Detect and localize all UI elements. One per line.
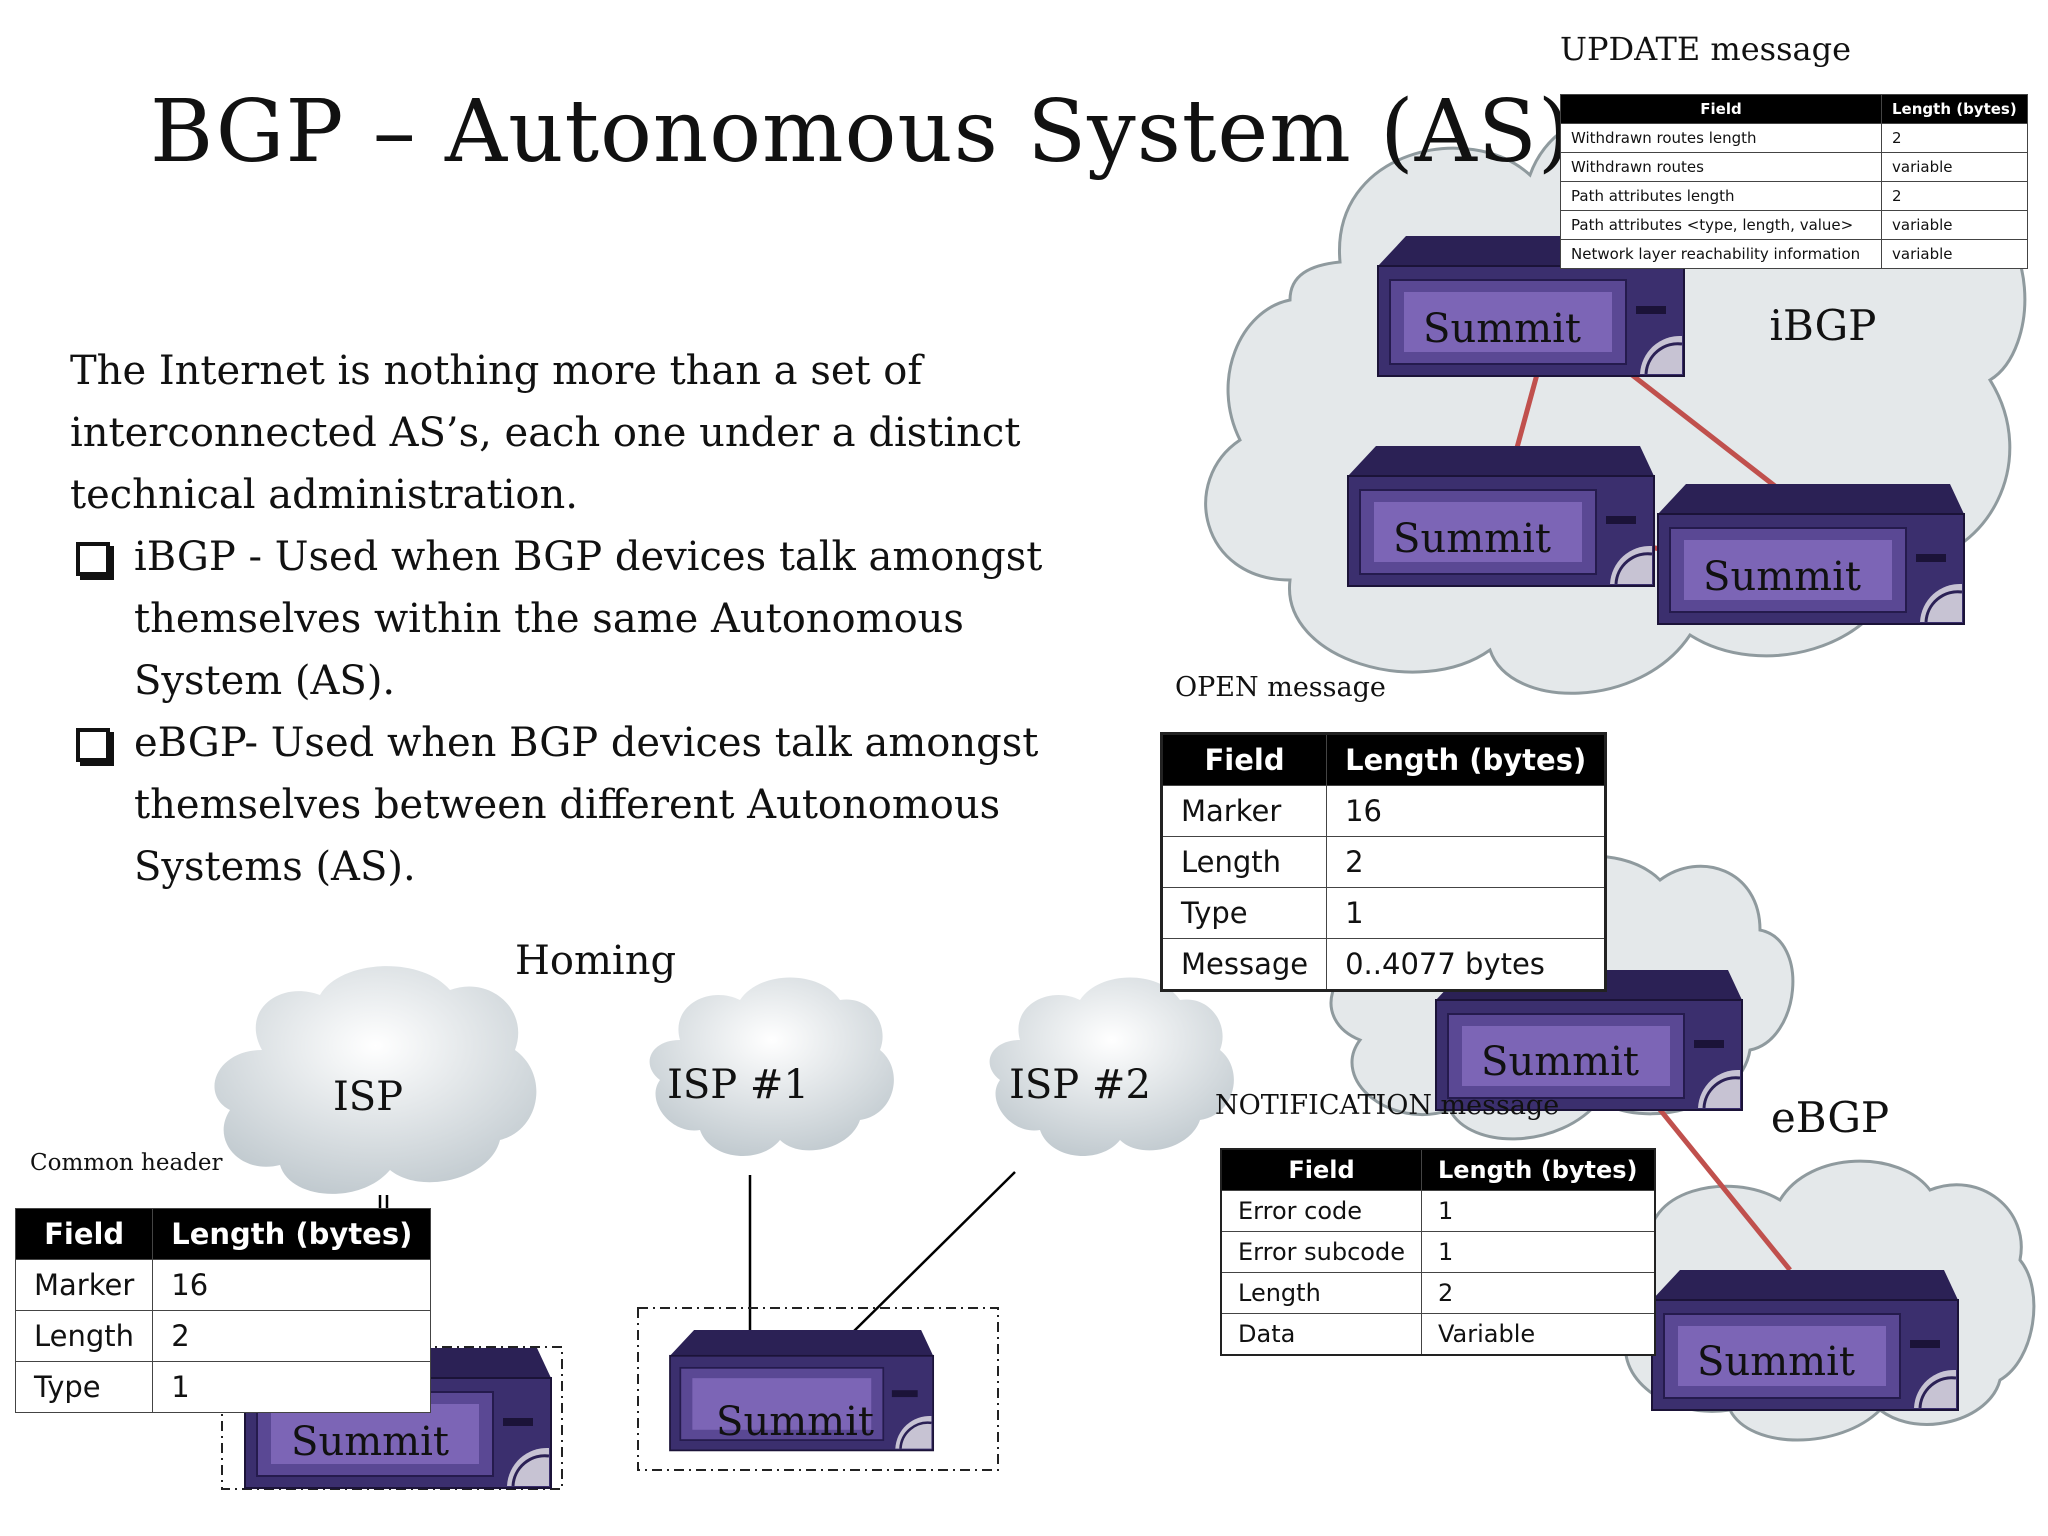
- table-cell: Withdrawn routes: [1560, 152, 1882, 182]
- table-header-cell: Field: [1560, 94, 1882, 124]
- table-header-cell: Length (bytes): [1881, 94, 2028, 124]
- table-header-row: Field Length (bytes): [14, 1208, 432, 1260]
- body-text: The Internet is nothing more than a set …: [70, 340, 1070, 898]
- update-message-caption: UPDATE message: [1560, 30, 1852, 68]
- device-label: Summit: [1697, 1339, 1855, 1385]
- table-cell: 2: [1881, 123, 2028, 153]
- ibgp-label: iBGP: [1770, 301, 1877, 350]
- update-message-table: Field Length (bytes) Withdrawn routes le…: [1560, 94, 2028, 269]
- table-cell: 2: [1326, 836, 1607, 888]
- table-header-row: Field Length (bytes): [1560, 94, 2028, 124]
- table-header-row: Field Length (bytes): [1160, 733, 1607, 786]
- table-header-cell: Length (bytes): [152, 1208, 432, 1260]
- table-cell: Path attributes <type, length, value>: [1560, 210, 1882, 240]
- table-header-row: Field Length (bytes): [1220, 1148, 1656, 1191]
- isp-label: ISP: [333, 1074, 403, 1120]
- table-cell: variable: [1881, 210, 2028, 240]
- isp2-cloud: [989, 977, 1234, 1157]
- table-cell: Network layer reachability information: [1560, 239, 1882, 269]
- page-title: BGP – Autonomous System (AS): [150, 82, 1573, 182]
- homing-links: [378, 1171, 1016, 1350]
- table-cell: Type: [1160, 887, 1328, 939]
- table-cell: Error code: [1220, 1190, 1422, 1232]
- table-cell: Message: [1160, 938, 1328, 991]
- isp1-label: ISP #1: [667, 1062, 809, 1108]
- table-cell: Marker: [14, 1259, 154, 1311]
- table-header-cell: Field: [1160, 733, 1328, 786]
- table-header-cell: Field: [1220, 1148, 1422, 1191]
- device-label: Summit: [1703, 554, 1861, 600]
- table-cell: variable: [1881, 152, 2028, 182]
- open-message-caption: OPEN message: [1175, 672, 1386, 703]
- device-label: Summit: [716, 1399, 874, 1445]
- checkbox-icon: [76, 542, 110, 576]
- device-label: Summit: [291, 1419, 449, 1465]
- notification-message-caption: NOTIFICATION message: [1215, 1090, 1560, 1121]
- homing-label: Homing: [515, 938, 677, 984]
- device-labels: Summit Summit Summit Summit Summit Summi…: [291, 306, 1861, 1465]
- table-cell: Marker: [1160, 785, 1328, 837]
- ebgp-link: [1638, 1083, 1792, 1272]
- table-cell: 1: [1420, 1231, 1656, 1273]
- cloud-labels: ISP ISP #1 ISP #2 iBGP eBGP: [333, 301, 1889, 1142]
- ebgp-label: eBGP: [1771, 1093, 1889, 1142]
- table-cell: Withdrawn routes length: [1560, 123, 1882, 153]
- table-cell: Path attributes length: [1560, 181, 1882, 211]
- intro-paragraph: The Internet is nothing more than a set …: [70, 348, 1021, 518]
- table-cell: 2: [1881, 181, 2028, 211]
- table-cell: Length: [14, 1310, 154, 1362]
- device-label: Summit: [1481, 1039, 1639, 1085]
- table-cell: 2: [1420, 1272, 1656, 1314]
- bullet-item-ebgp: eBGP- Used when BGP devices talk amongst…: [70, 712, 1070, 898]
- isp-cloud: [214, 966, 537, 1194]
- multi-homed-box: [637, 1307, 999, 1471]
- table-cell: 0..4077 bytes: [1326, 938, 1607, 991]
- table-cell: Error subcode: [1220, 1231, 1422, 1273]
- device-label: Summit: [1393, 516, 1551, 562]
- bullet-item-ibgp: iBGP - Used when BGP devices talk amongs…: [70, 526, 1070, 712]
- table-header-cell: Length (bytes): [1326, 733, 1607, 786]
- table-header-cell: Length (bytes): [1420, 1148, 1656, 1191]
- table-cell: 2: [152, 1310, 432, 1362]
- table-cell: 1: [1420, 1190, 1656, 1232]
- table-header-cell: Field: [14, 1208, 154, 1260]
- common-header-caption: Common header: [30, 1150, 223, 1176]
- device-label: Summit: [1423, 306, 1581, 352]
- bullet-text: iBGP - Used when BGP devices talk amongs…: [134, 534, 1043, 704]
- checkbox-icon: [76, 728, 110, 762]
- table-cell: 1: [1326, 887, 1607, 939]
- table-cell: Length: [1220, 1272, 1422, 1314]
- table-cell: variable: [1881, 239, 2028, 269]
- isp2-label: ISP #2: [1009, 1062, 1151, 1108]
- table-cell: 16: [1326, 785, 1607, 837]
- table-cell: 16: [152, 1259, 432, 1311]
- table-row: Path attributes <type, length, value>var…: [1560, 210, 2028, 240]
- table-cell: 1: [152, 1361, 432, 1413]
- table-cell: Length: [1160, 836, 1328, 888]
- bullet-text: eBGP- Used when BGP devices talk amongst…: [134, 720, 1039, 890]
- table-cell: Variable: [1420, 1313, 1656, 1356]
- table-cell: Data: [1220, 1313, 1422, 1356]
- table-cell: Type: [14, 1361, 154, 1413]
- isp1-cloud: [649, 977, 894, 1157]
